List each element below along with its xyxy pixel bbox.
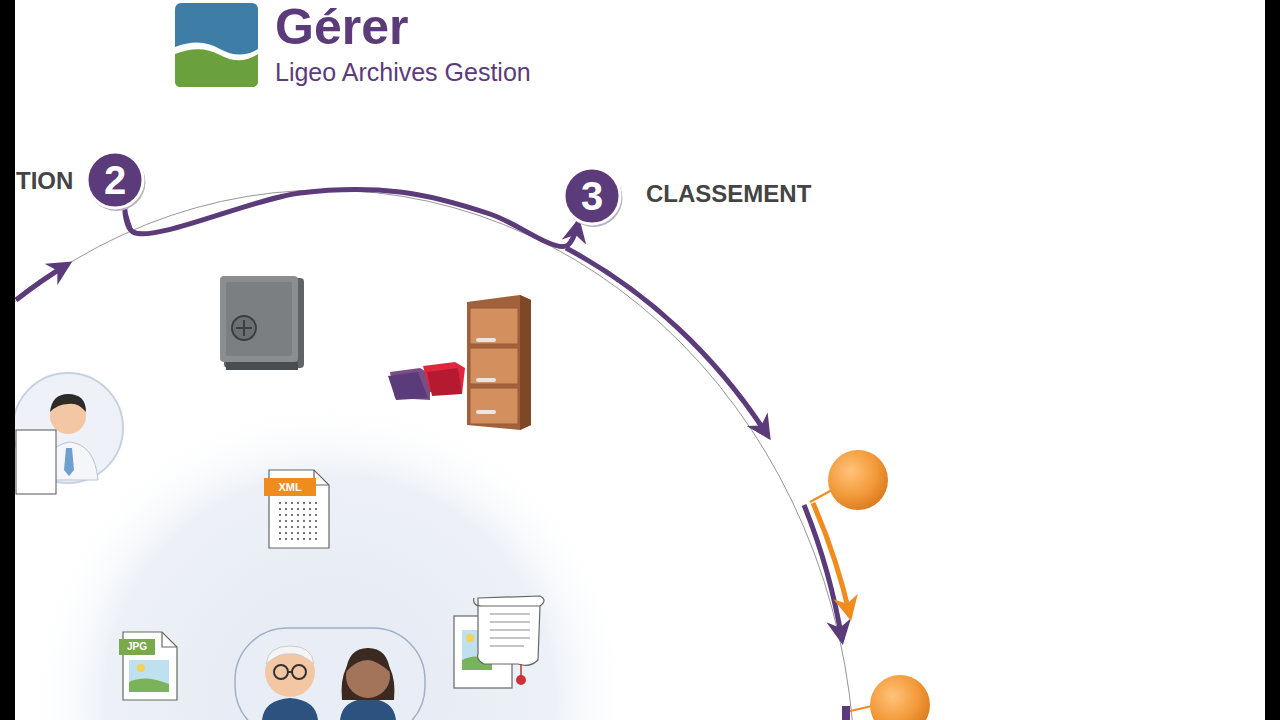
file-tag: JPG [119, 639, 155, 655]
step-circle: 3CLASSEMENT [562, 166, 622, 226]
subtitle: Ligeo Archives Gestion [275, 58, 531, 87]
title: Gérer [275, 0, 408, 56]
file-tag: XML [264, 478, 316, 496]
step-circle: 2 [85, 150, 145, 210]
step-name: CLASSEMENT [646, 180, 811, 208]
process-arrow [125, 189, 578, 246]
step-name: TION [16, 167, 73, 195]
step-number: 2 [85, 150, 145, 210]
step-number: 3 [562, 166, 622, 226]
